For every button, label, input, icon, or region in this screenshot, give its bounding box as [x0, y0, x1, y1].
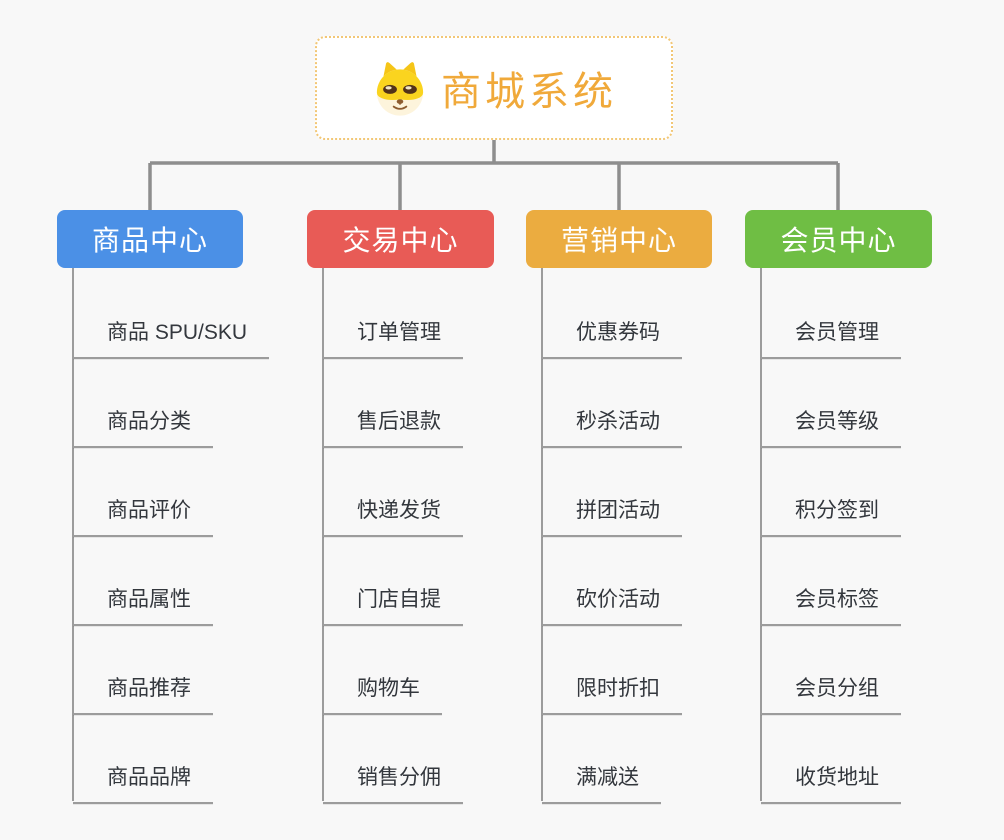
leaf-node[interactable]: 会员分组	[761, 675, 901, 715]
leaf-node[interactable]: 积分签到	[761, 497, 901, 537]
root-node[interactable]: 商城系统	[315, 36, 673, 140]
branch-label: 商品中心	[91, 225, 208, 256]
branch-node-marketing[interactable]: 营销中心	[526, 210, 712, 268]
leaf-node[interactable]: 会员管理	[761, 319, 901, 359]
shiba-dog-icon	[376, 62, 424, 116]
leaf-node[interactable]: 满减送	[542, 764, 661, 804]
leaf-node[interactable]: 商品分类	[73, 408, 213, 448]
leaf-node[interactable]: 商品评价	[73, 497, 213, 537]
branch-label: 营销中心	[560, 225, 677, 256]
leaf-node[interactable]: 拼团活动	[542, 497, 682, 537]
leaf-node[interactable]: 优惠券码	[542, 319, 682, 359]
leaf-node[interactable]: 会员等级	[761, 408, 901, 448]
leaf-node[interactable]: 收货地址	[761, 764, 901, 804]
branch-label: 交易中心	[342, 225, 459, 256]
leaf-node[interactable]: 门店自提	[323, 586, 463, 626]
leaf-node[interactable]: 销售分佣	[323, 764, 463, 804]
leaf-node[interactable]: 售后退款	[323, 408, 463, 448]
branch-node-trade[interactable]: 交易中心	[307, 210, 494, 268]
leaf-node[interactable]: 砍价活动	[542, 586, 682, 626]
leaf-node[interactable]: 商品品牌	[73, 764, 213, 804]
leaf-node[interactable]: 订单管理	[323, 319, 463, 359]
leaf-node[interactable]: 商品推荐	[73, 675, 213, 715]
leaf-node[interactable]: 商品 SPU/SKU	[73, 319, 270, 359]
leaf-node[interactable]: 快递发货	[323, 497, 463, 537]
leaf-node[interactable]: 会员标签	[761, 586, 901, 626]
leaf-node[interactable]: 秒杀活动	[542, 408, 682, 448]
branch-node-products[interactable]: 商品中心	[57, 210, 243, 268]
root-title: 商城系统	[441, 70, 617, 114]
branch-node-members[interactable]: 会员中心	[745, 210, 932, 268]
leaf-node[interactable]: 限时折扣	[542, 675, 682, 715]
leaf-node[interactable]: 购物车	[323, 675, 442, 715]
leaf-node[interactable]: 商品属性	[73, 586, 213, 626]
branch-label: 会员中心	[780, 225, 897, 256]
